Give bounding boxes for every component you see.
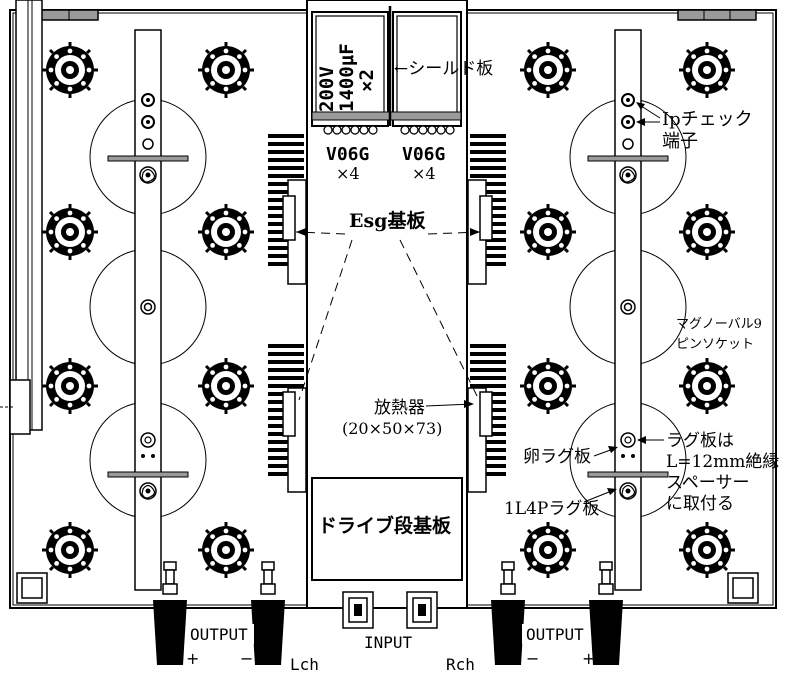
lug-note-line3: スペーサー	[666, 473, 749, 493]
ip-check-terminal-right	[621, 93, 635, 150]
lug-note-line1: ラグ板は	[666, 431, 734, 451]
tube-socket-icon	[196, 356, 256, 416]
rca-jack-icon	[342, 591, 374, 629]
lug-flower-left-lower	[139, 482, 157, 500]
tube-socket-icon	[518, 40, 578, 100]
tube-socket-icon	[677, 40, 737, 100]
screw-left-mid	[140, 299, 156, 315]
ip-check-label-line2: 端子	[662, 131, 698, 152]
tube-socket-icon	[518, 520, 578, 580]
lug-1l4p-label: 1L4Pラグ板	[504, 499, 599, 519]
egg-lug-right	[620, 432, 636, 458]
lug-plate-right-upper	[587, 155, 669, 162]
esg-board-right-upper	[479, 195, 493, 241]
esg-board-label: Esg基板	[349, 209, 426, 232]
esg-board-left-lower	[282, 391, 296, 437]
v06g-label-left: V06G	[326, 144, 369, 165]
capacitor-band	[311, 111, 462, 121]
magnoval-label-line1: マグノーバル9	[676, 317, 762, 332]
tube-socket-icon	[40, 356, 100, 416]
cap-label-value: 1400μF	[336, 43, 358, 112]
lug-flower-left-upper	[139, 166, 157, 184]
output-label-right: OUTPUT	[526, 625, 584, 644]
tube-socket-icon	[677, 520, 737, 580]
rch-label: Rch	[446, 655, 475, 674]
polarity-plus-left: +	[186, 649, 199, 668]
heatsink-label: 放熱器	[374, 398, 425, 418]
egg-lug-left	[140, 432, 156, 458]
shield-plate-label: ←シールド板	[394, 59, 493, 79]
v06g-count-left: ×4	[336, 164, 360, 183]
ip-check-terminal-left	[141, 93, 155, 150]
tube-socket-icon	[677, 356, 737, 416]
drive-stage-board	[311, 477, 463, 581]
lch-label: Lch	[290, 655, 319, 674]
lug-note-line2: L=12mm絶縁	[666, 452, 779, 472]
lug-plate-left-lower	[107, 471, 189, 478]
esg-board-left-upper	[282, 195, 296, 241]
v06g-count-right: ×4	[412, 164, 436, 183]
ip-check-label-line1: Ipチェック	[662, 109, 753, 130]
cap-label-mult: ×2	[356, 69, 378, 92]
screw-right-mid	[620, 299, 636, 315]
lug-flower-right-lower	[619, 482, 637, 500]
tube-socket-icon	[40, 520, 100, 580]
polarity-minus-right: −	[526, 649, 539, 668]
lug-note-line4: に取付る	[666, 494, 734, 514]
tube-socket-icon	[518, 202, 578, 262]
left-side-rod	[15, 0, 43, 431]
output-label-left: OUTPUT	[190, 625, 248, 644]
drive-stage-board-label: ドライブ段基板	[318, 514, 452, 537]
polarity-minus-left: −	[240, 649, 253, 668]
v06g-label-right: V06G	[402, 144, 445, 165]
tube-socket-icon	[677, 202, 737, 262]
tube-socket-icon	[196, 202, 256, 262]
chassis-bracket-top-right	[677, 9, 757, 21]
tube-socket-icon	[40, 40, 100, 100]
tube-socket-icon	[196, 40, 256, 100]
tube-socket-icon	[40, 202, 100, 262]
lug-plate-right-lower	[587, 471, 669, 478]
lug-flower-right-upper	[619, 166, 637, 184]
cap-label-voltage: 200V	[316, 66, 338, 112]
lug-plate-left-upper	[107, 155, 189, 162]
esg-pointer-lines	[295, 231, 481, 401]
tube-socket-icon	[196, 520, 256, 580]
egg-lug-label: 卵ラグ板	[523, 447, 591, 467]
polarity-plus-right: +	[582, 649, 595, 668]
magnoval-label-line2: ピンソケット	[676, 337, 754, 352]
input-label: INPUT	[364, 633, 413, 652]
capacitor-lug-row	[323, 125, 455, 135]
rca-jack-icon	[406, 591, 438, 629]
tube-socket-icon	[518, 356, 578, 416]
heatsink-dims: (20×50×73)	[342, 419, 442, 438]
esg-board-right-lower	[479, 391, 493, 437]
